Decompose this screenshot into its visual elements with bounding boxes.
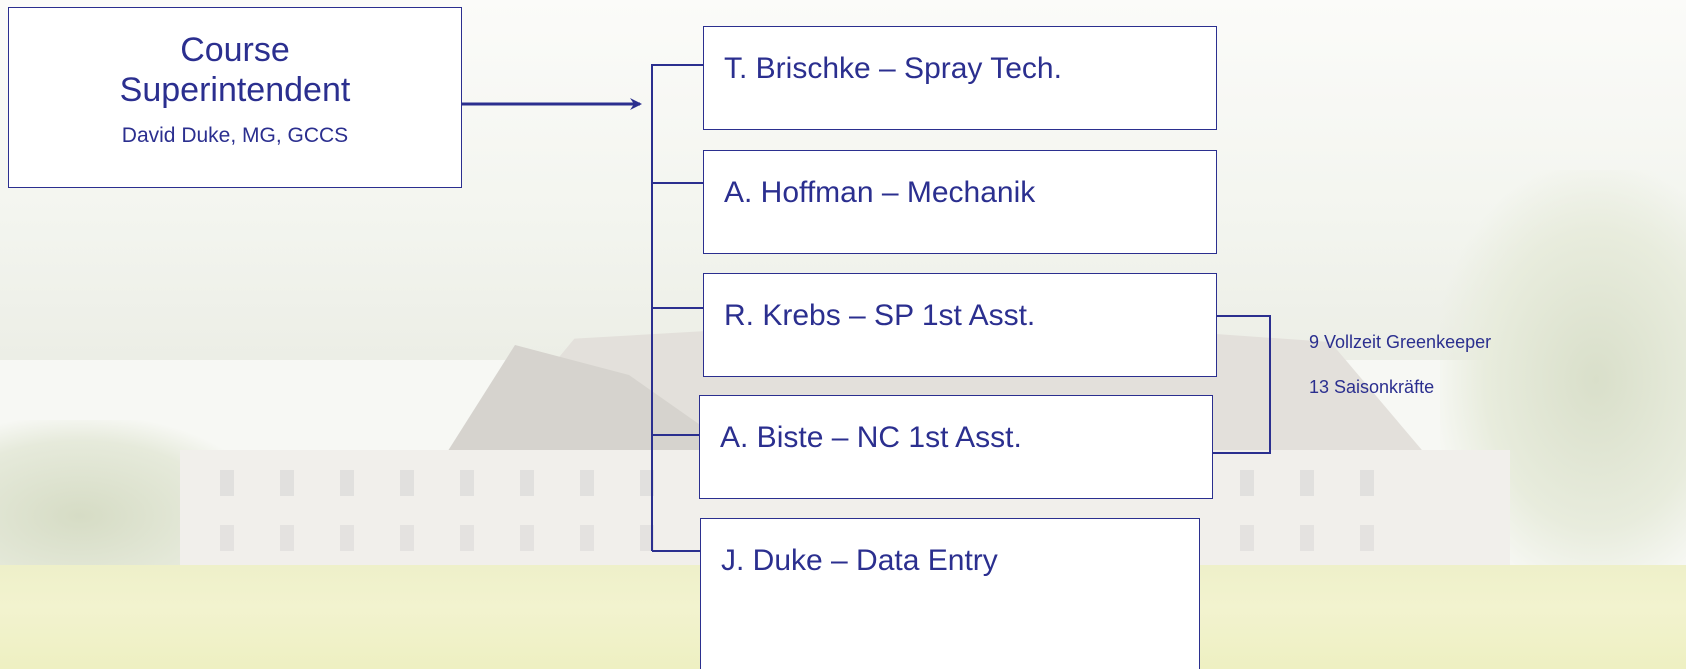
org-node-label: A. Hoffman – Mechanik xyxy=(724,176,1036,209)
org-node-label: J. Duke – Data Entry xyxy=(721,544,998,577)
org-node-label: T. Brischke – Spray Tech. xyxy=(724,52,1062,85)
course-superintendent-box: Course Superintendent David Duke, MG, GC… xyxy=(8,7,462,188)
root-title-line-1: Course xyxy=(180,31,290,69)
org-node-label: R. Krebs – SP 1st Asst. xyxy=(724,299,1036,332)
root-title-line-2: Superintendent xyxy=(119,71,351,109)
org-node-nc-1st-asst: A. Biste – NC 1st Asst. xyxy=(699,395,1213,499)
staff-note-seasonal: 13 Saisonkräfte xyxy=(1309,377,1435,397)
org-node-sp-1st-asst: R. Krebs – SP 1st Asst. xyxy=(703,273,1217,377)
staff-note-fulltime: 9 Vollzeit Greenkeeper xyxy=(1309,332,1492,352)
org-node-label: A. Biste – NC 1st Asst. xyxy=(720,421,1022,454)
assistants-bracket xyxy=(1213,315,1271,454)
org-node-mechanik: A. Hoffman – Mechanik xyxy=(703,150,1217,254)
org-node-data-entry: J. Duke – Data Entry xyxy=(700,518,1200,669)
root-title: Course Superintendent xyxy=(9,30,461,110)
root-subtitle: David Duke, MG, GCCS xyxy=(121,124,349,147)
org-node-spray-tech: T. Brischke – Spray Tech. xyxy=(703,26,1217,130)
